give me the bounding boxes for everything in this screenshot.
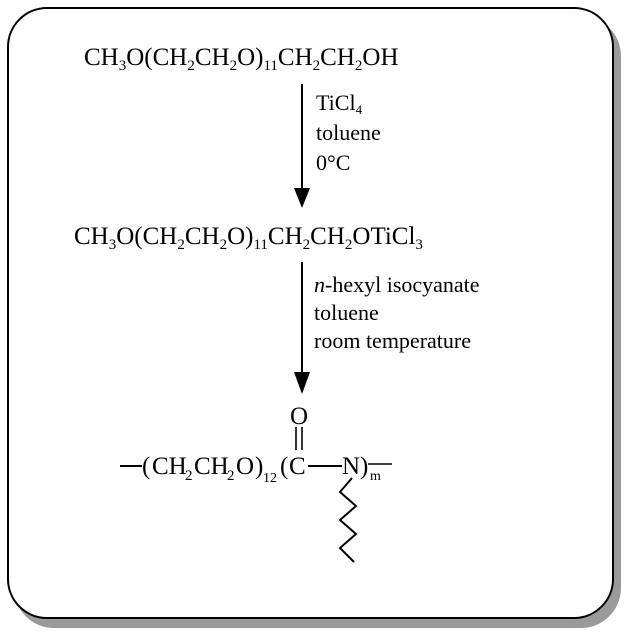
step1-temperature: 0°C bbox=[316, 150, 351, 175]
hexyl-chain bbox=[338, 477, 358, 563]
product-o: O bbox=[236, 453, 254, 480]
product-open-paren: ( bbox=[142, 453, 150, 480]
product-repeat-m: m bbox=[370, 469, 381, 484]
step1-reagent: TiCl4 bbox=[316, 90, 363, 117]
diagram-frame bbox=[7, 7, 614, 619]
reactant-formula: CH3O(CH2CH2O)11CH2CH2OH bbox=[84, 44, 399, 74]
product-oxygen: O bbox=[290, 403, 308, 430]
step2-temperature: room temperature bbox=[314, 328, 471, 353]
product-open-paren-2: ( bbox=[280, 453, 288, 480]
product-close-paren-1: ) bbox=[255, 453, 263, 480]
step1-conditions: TiCl4 toluene 0°C bbox=[316, 90, 381, 176]
product-sub-b: 2 bbox=[227, 468, 235, 484]
step2-solvent: toluene bbox=[314, 300, 379, 325]
step2-conditions: n-hexyl isocyanate toluene room temperat… bbox=[314, 272, 480, 354]
product-sub-a: 2 bbox=[185, 468, 193, 484]
product-close-paren-2: ) bbox=[360, 453, 368, 480]
product-ch-b: CH bbox=[194, 453, 229, 480]
product-ch-a: CH bbox=[152, 453, 187, 480]
step1-solvent: toluene bbox=[316, 120, 381, 145]
product-nitrogen: N bbox=[342, 453, 360, 480]
step2-reagent: n-hexyl isocyanate bbox=[314, 272, 480, 297]
product-carbon: C bbox=[289, 453, 306, 480]
intermediate-formula: CH3O(CH2CH2O)11CH2CH2OTiCl3 bbox=[74, 223, 423, 253]
product-repeat-count: 12 bbox=[263, 471, 277, 486]
